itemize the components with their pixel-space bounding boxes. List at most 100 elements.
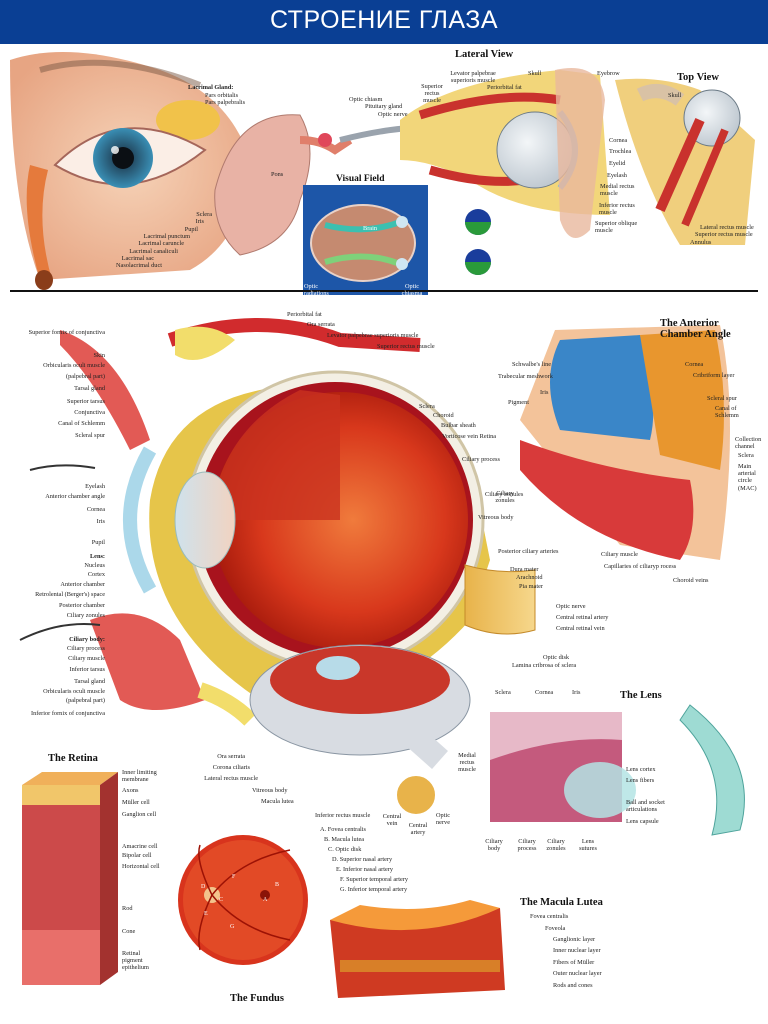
main-left-label-10: Anterior chamber angle	[45, 493, 105, 500]
label-ciliary-body-lens: Ciliary body	[485, 838, 503, 853]
retina-title: The Retina	[48, 753, 98, 764]
label-medial-rectus-small: Medial rectus muscle	[458, 752, 476, 774]
main-left-label-26: Orbicularis oculi muscle	[43, 688, 105, 695]
label-skull-top: Skull	[668, 92, 682, 99]
main-left-label-3: (palpebral part)	[66, 373, 105, 380]
label-pupil: Pupil	[184, 226, 198, 233]
label-optic-chiasma: Optic chiasma	[401, 283, 423, 298]
main-left-label-4: Tarsal gland	[74, 385, 105, 392]
label-skull-lat: Skull	[528, 70, 542, 77]
label-capillaries: Capillaries of ciliaryp rocess	[604, 563, 677, 570]
main-left-label-25: Tarsal gland	[74, 678, 105, 685]
label-choroid-veins: Choroid veins	[673, 577, 709, 584]
label-inferior-rectus-small: Inferior rectus muscle	[315, 812, 371, 819]
retina-label-6: Horizontal cell	[122, 863, 160, 870]
label-mac: Main arterial circle (MAC)	[738, 463, 757, 492]
main-left-label-21: Ciliary body:	[69, 636, 105, 643]
macula-title: The Macula Lutea	[520, 897, 603, 908]
fundus-legend-item-3: D. Superior nasal artery	[332, 856, 393, 863]
main-left-label-13: Pupil	[91, 539, 105, 546]
main-right-label-10: Pia mater	[519, 583, 543, 590]
label-optic-radiations: Optic radiations	[304, 283, 329, 298]
label-cornea-ant: Cornea	[685, 361, 704, 368]
label-scleral-spur-ant: Scleral spur	[707, 395, 737, 402]
main-right-label-0: Sclera	[419, 403, 435, 410]
macula-label-0: Fovea centralis	[530, 913, 569, 920]
main-left-label-20: Ciliary zonules	[66, 612, 105, 619]
label-corona-ciliaris: Corona ciliaris	[212, 764, 250, 771]
label-levator-main: Levator palpebrae superioris muscle	[327, 332, 419, 339]
label-lacrimal-punctum: Lacrimal punctum	[143, 233, 190, 240]
label-superior-oblique: Superior oblique muscle	[595, 220, 638, 235]
main-left-label-15: Nucleus	[84, 562, 105, 569]
main-left-label-28: Inferior fornix of conjunctiva	[31, 710, 105, 717]
fundus-legend-item-5: F. Superior temporal artery	[340, 876, 409, 883]
label-superior-rectus-main: Superior rectus muscle	[377, 343, 435, 350]
label-periorbital-fat-lat: Periorbital fat	[487, 84, 522, 91]
macula-label-2: Ganglionic layer	[553, 936, 596, 943]
main-left-label-8: Scleral spur	[75, 432, 105, 439]
macula-label-1: Foveola	[545, 925, 566, 932]
main-left-label-17: Anterior chamber	[60, 581, 105, 588]
label-lacrimal-caruncle: Lacrimal caruncle	[138, 240, 184, 247]
label-lens-cortex: Lens cortex	[626, 766, 656, 773]
label-central-artery: Central artery	[408, 822, 428, 837]
label-periorbital-fat: Periorbital fat	[287, 311, 322, 318]
retina-label-3: Ganglion cell	[122, 811, 157, 818]
fundus-legend-item-2: C. Optic disk	[328, 846, 362, 853]
label-lens-capsule: Lens capsule	[626, 818, 659, 825]
label-sclera-ant: Sclera	[738, 452, 754, 459]
retina-label-4: Amacrine cell	[122, 843, 158, 850]
label-collection: Collection channel	[735, 436, 762, 451]
label-optic-nerve-top: Optic nerve	[378, 111, 408, 118]
label-eyebrow: Eyebrow	[597, 70, 620, 77]
main-right-label-4: Ciliary process	[462, 456, 500, 463]
label-trabecular: Trabecular meshwork	[498, 373, 553, 380]
main-left-label-12: Iris	[96, 518, 105, 525]
main-right-label-6: Vitreous body	[478, 514, 514, 521]
label-ciliary-muscle-ant: Ciliary muscle	[601, 551, 638, 558]
label-annulus: Annulus	[690, 239, 712, 246]
label-medial-rectus-lat: Medial rectus muscle	[600, 183, 635, 198]
main-right-label-5: Ciliary zonules	[485, 491, 524, 498]
label-lens-fibers: Lens fibers	[626, 777, 655, 784]
main-right-label-3: Vorticose vein Retina	[442, 433, 497, 440]
fundus-letter-b: B	[275, 882, 280, 888]
label-central-vein: Central vein	[382, 813, 402, 828]
label-ciliary-process-lens: Ciliary process	[517, 838, 537, 853]
visual-field-title: Visual Field	[336, 174, 385, 184]
label-schwalbe: Schwalbe's line	[512, 361, 552, 368]
fundus-legend-item-4: E. Inferior nasal artery	[336, 866, 393, 873]
label-sclera-lens: Sclera	[495, 689, 511, 696]
macula-label-5: Outer nuclear layer	[553, 970, 602, 977]
main-right-label-1: Choroid	[433, 412, 454, 419]
fundus-letter-f: F	[232, 874, 236, 880]
retina-label-5: Bipolar cell	[122, 852, 152, 859]
main-right-label-2: Bulbar sheath	[441, 422, 476, 429]
macula-label-6: Rods and cones	[553, 982, 593, 989]
main-left-label-22: Ciliary process	[67, 645, 105, 652]
label-nasolacrimal-duct: Nasolacrimal duct	[116, 262, 162, 269]
retina-label-0: Inner limiting membrane	[122, 769, 157, 784]
label-ciliary-zonules-ant: Ciliary zonules	[495, 490, 515, 505]
main-left-label-18: Retrolental (Berger's) space	[35, 591, 105, 598]
fundus-letter-a: A	[263, 897, 268, 903]
macula-label-3: Inner nuclear layer	[553, 947, 601, 954]
external-eye-illustration	[10, 52, 755, 295]
retina-label-9: Retinal pigment epithelium	[122, 950, 149, 972]
label-ora-serrata-top: Ora serrata	[307, 321, 335, 328]
label-canal-ant: Canal of Schlemm	[715, 405, 739, 420]
label-macula-lutea-small: Macula lutea	[261, 798, 294, 805]
label-cornea-lens: Cornea	[535, 689, 554, 696]
main-left-label-16: Cortex	[87, 571, 105, 578]
fundus-title: The Fundus	[230, 993, 284, 1004]
label-ora-serrata-small: Ora serrata	[217, 753, 245, 760]
label-pars-palpebralis: Pars palpebralis	[205, 99, 246, 106]
label-optic-nerve-small: Optic nerve	[436, 812, 450, 827]
main-right-label-15: Lamina cribrosa of sclera	[512, 662, 577, 669]
label-cornea-lat: Cornea	[609, 137, 628, 144]
main-left-label-1: Skin	[93, 352, 105, 359]
fundus-legend-item-6: G. Inferior temporal artery	[340, 886, 408, 893]
label-inferior-rectus-lat: Inferior rectus muscle	[599, 202, 635, 217]
